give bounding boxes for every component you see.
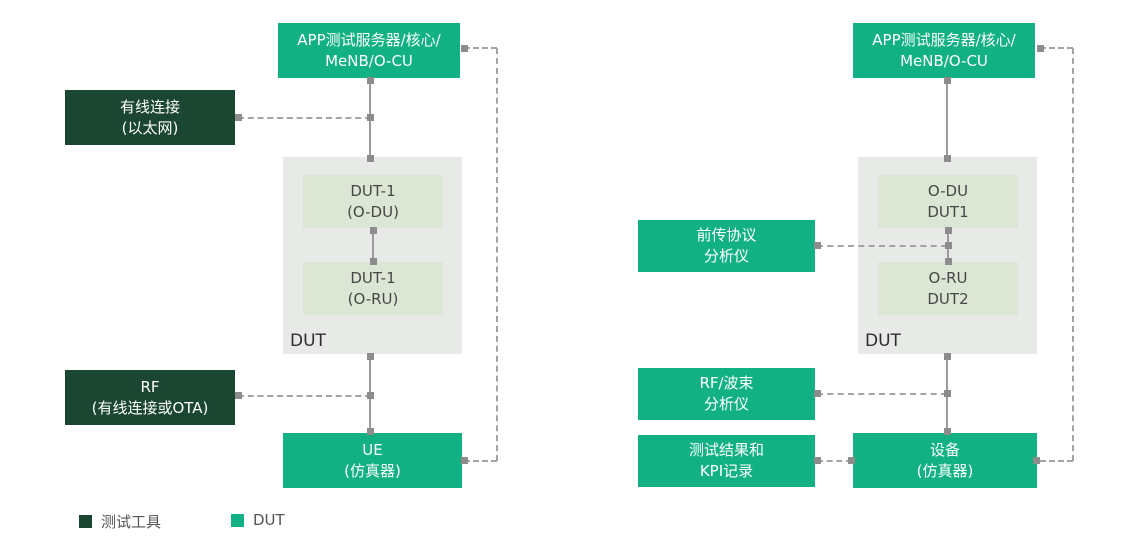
left-connector-loop-top <box>464 47 497 49</box>
legend-label-test-tools: 测试工具 <box>101 513 162 531</box>
right-rf-beam-analyzer-box: RF/波束 分析仪 <box>638 368 815 420</box>
legend-item-test-tools: 测试工具 <box>79 511 161 532</box>
right-connector-app-to-dut <box>946 80 948 158</box>
joint <box>367 155 374 162</box>
left-odu-line2: (O-DU) <box>347 202 399 221</box>
joint <box>944 77 951 84</box>
right-odu-line1: O-DU <box>927 181 969 200</box>
right-app-server-line2: MeNB/O-CU <box>900 51 988 70</box>
left-app-server-line1: APP测试服务器/核心/ <box>297 30 441 49</box>
right-kpi-line2: KPI记录 <box>699 462 754 480</box>
joint <box>367 353 374 360</box>
left-dut-container-label: DUT <box>290 331 326 351</box>
left-ue-line1: UE <box>362 440 383 459</box>
joint <box>235 392 242 399</box>
left-connector-loop-bottom <box>464 460 497 462</box>
right-fronthaul-line2: 分析仪 <box>703 247 749 265</box>
joint <box>814 457 821 464</box>
right-device-line1: 设备 <box>929 440 960 459</box>
left-wired-line1: 有线连接 <box>119 97 180 116</box>
legend-swatch-test-tools <box>79 515 92 528</box>
joint <box>367 77 374 84</box>
left-wired-line2: (以太网) <box>121 118 179 137</box>
joint <box>370 258 377 265</box>
joint <box>945 242 952 249</box>
legend-label-dut: DUT <box>253 511 285 529</box>
left-connector-rf-dashed <box>238 395 371 397</box>
left-oru-line2: (O-RU) <box>347 289 399 308</box>
joint <box>848 457 855 464</box>
legend-swatch-dut <box>231 513 244 527</box>
joint <box>945 258 952 265</box>
right-connector-fronthaul-dashed <box>817 245 947 247</box>
right-connector-rf-beam-dashed <box>817 393 947 395</box>
left-rf-box: RF (有线连接或OTA) <box>65 370 235 425</box>
joint <box>235 114 242 121</box>
joint <box>945 227 952 234</box>
joint <box>944 428 951 435</box>
joint <box>814 242 821 249</box>
right-device-simulator-box: 设备 (仿真器) <box>853 433 1037 488</box>
left-odu-line1: DUT-1 <box>350 181 396 200</box>
right-odu-box: O-DU DUT1 <box>878 175 1018 228</box>
left-ue-box: UE (仿真器) <box>283 433 462 488</box>
joint <box>1033 457 1040 464</box>
right-oru-line1: O-RU <box>928 268 968 287</box>
joint <box>461 457 468 464</box>
joint <box>370 227 377 234</box>
left-rf-line2: (有线连接或OTA) <box>91 398 209 417</box>
left-oru-box: DUT-1 (O-RU) <box>303 262 443 315</box>
joint <box>461 45 468 52</box>
left-connector-loop-side <box>496 48 498 461</box>
left-app-server-line2: MeNB/O-CU <box>325 51 413 70</box>
right-app-server-line1: APP测试服务器/核心/ <box>872 30 1016 49</box>
joint <box>944 390 951 397</box>
right-connector-loop-top <box>1040 47 1073 49</box>
joint <box>944 353 951 360</box>
joint <box>814 390 821 397</box>
joint <box>367 392 374 399</box>
right-kpi-line1: 测试结果和 <box>688 441 764 460</box>
right-app-server-box: APP测试服务器/核心/ MeNB/O-CU <box>853 23 1035 78</box>
joint <box>944 155 951 162</box>
right-connector-kpi-dashed <box>817 460 852 462</box>
right-kpi-record-box: 测试结果和 KPI记录 <box>638 435 815 487</box>
right-odu-line2: DUT1 <box>927 202 969 221</box>
right-rf-beam-line1: RF/波束 <box>699 374 754 393</box>
left-ue-line2: (仿真器) <box>344 461 401 480</box>
joint <box>367 114 374 121</box>
left-wired-connection-box: 有线连接 (以太网) <box>65 90 235 145</box>
left-odu-box: DUT-1 (O-DU) <box>303 175 443 228</box>
right-oru-box: O-RU DUT2 <box>878 262 1018 315</box>
left-oru-line1: DUT-1 <box>350 268 396 287</box>
right-dut-container-label: DUT <box>865 331 901 351</box>
right-fronthaul-analyzer-box: 前传协议 分析仪 <box>638 220 815 272</box>
right-device-line2: (仿真器) <box>916 461 974 480</box>
right-connector-loop-side <box>1072 48 1074 461</box>
left-connector-odu-to-oru <box>372 230 374 261</box>
left-rf-line1: RF <box>140 377 160 396</box>
joint <box>367 428 374 435</box>
right-rf-beam-line2: 分析仪 <box>703 395 749 413</box>
left-app-server-box: APP测试服务器/核心/ MeNB/O-CU <box>278 23 460 78</box>
right-fronthaul-line1: 前传协议 <box>696 226 757 245</box>
legend-item-dut: DUT <box>231 511 285 529</box>
left-connector-wired-dashed <box>238 117 371 119</box>
right-oru-line2: DUT2 <box>927 289 969 308</box>
joint <box>1037 45 1044 52</box>
right-connector-loop-bottom <box>1040 460 1073 462</box>
